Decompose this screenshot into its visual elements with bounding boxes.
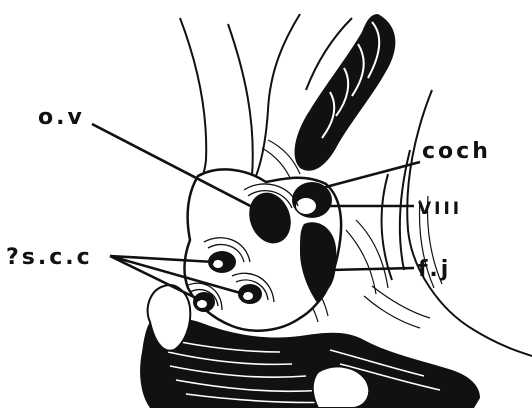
ov-leader bbox=[92, 124, 262, 212]
fj-leader bbox=[330, 268, 414, 270]
label-ov: o.v bbox=[38, 105, 85, 130]
scc-opening-lower-inner bbox=[243, 292, 253, 300]
label-fj: f.j bbox=[418, 257, 451, 282]
coch-opening-inner bbox=[296, 198, 316, 214]
label-viii: VIII bbox=[418, 199, 462, 219]
scc-opening-left-inner bbox=[197, 300, 207, 308]
upper-dark-structure bbox=[295, 14, 396, 171]
fj-opening bbox=[308, 232, 336, 292]
scc-opening-upper-inner bbox=[213, 260, 223, 268]
label-coch: coch bbox=[422, 139, 491, 164]
label-scc: ?s.c.c bbox=[6, 245, 93, 270]
